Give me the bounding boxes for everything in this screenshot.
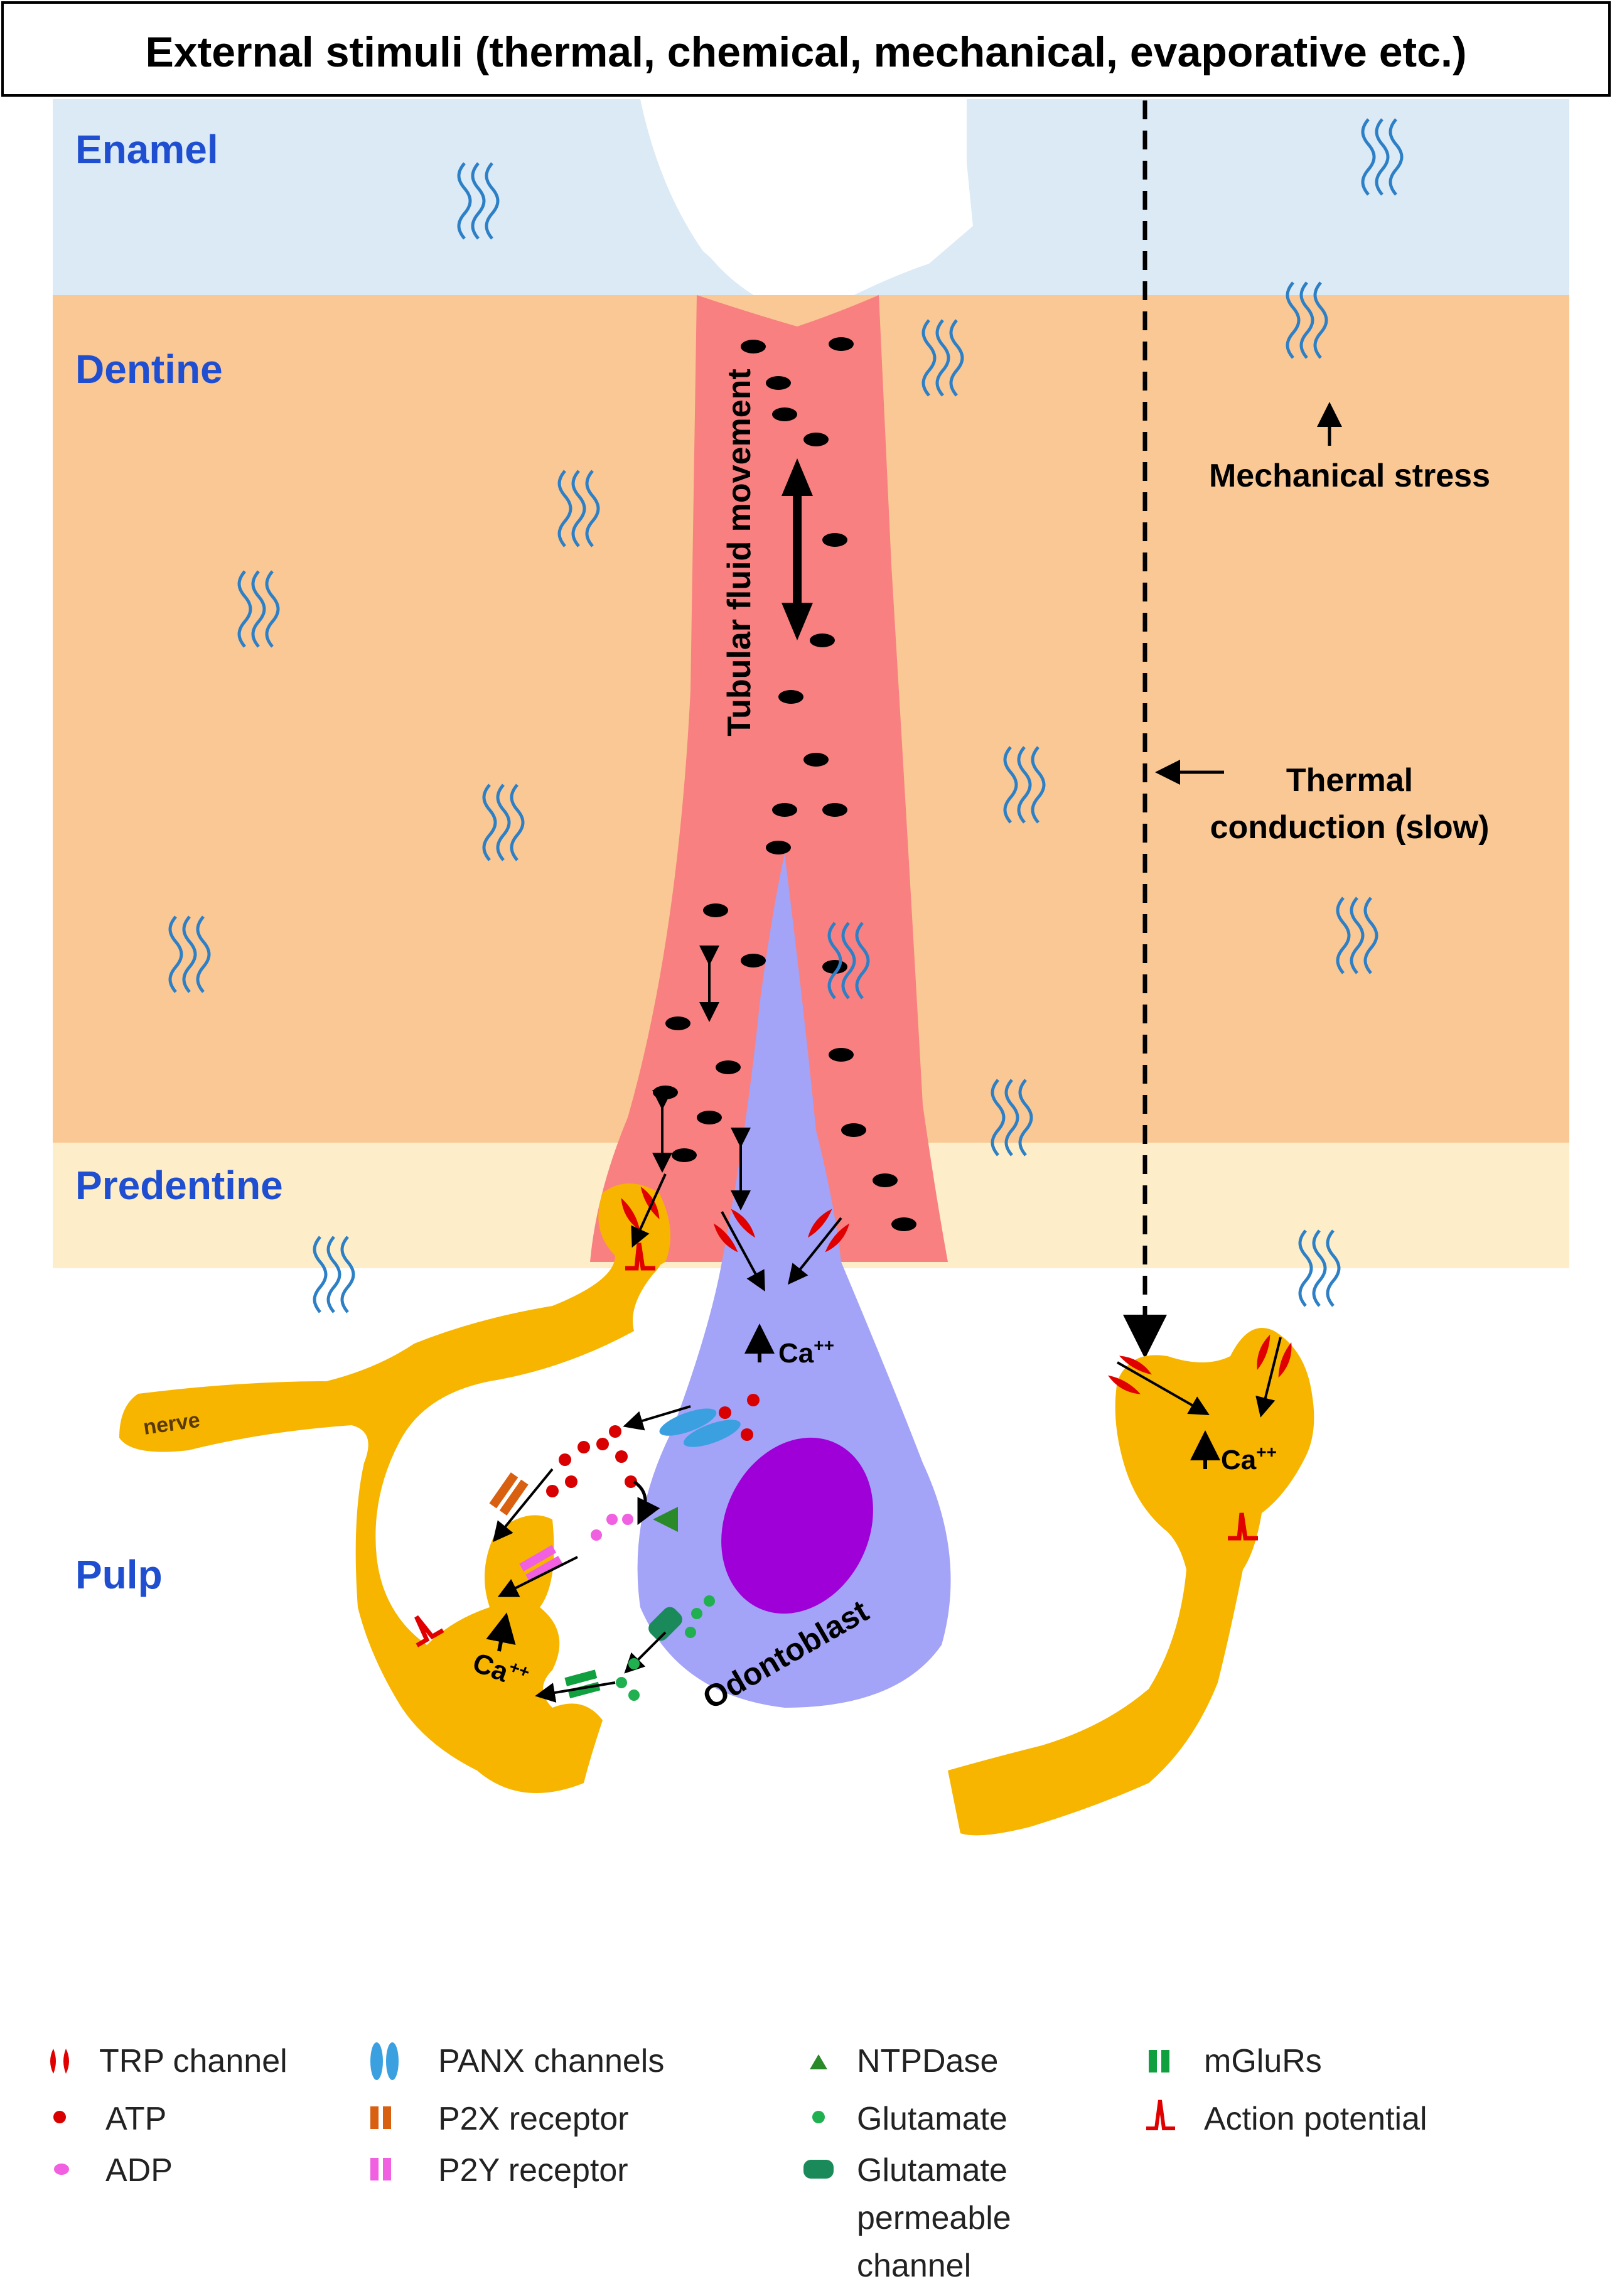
mglur [564,1669,601,1699]
title-box [1,1,1611,97]
fluid-particles [653,337,916,1231]
legend-glut-channel-2: permeable [857,2200,1011,2236]
legend-trp-icon [50,2049,69,2074]
legend-p2y: P2Y receptor [438,2152,628,2189]
glutamate-channel [648,1607,682,1641]
legend-panx: PANX channels [438,2043,664,2079]
legend-mglurs: mGluRs [1204,2043,1322,2079]
ntpdase [653,1507,678,1532]
atp-molecules [546,1394,760,1497]
right-nerve [948,1328,1314,1836]
legend-glutamate-icon [812,2111,825,2123]
adp-molecules [591,1514,633,1541]
p2x-receptor [489,1472,529,1516]
svg-text:Ca++: Ca++ [778,1335,834,1369]
legend-p2x: P2X receptor [438,2101,629,2137]
pulp-label: Pulp [75,1552,163,1597]
svg-text:Ca++: Ca++ [1221,1442,1277,1475]
legend-ap-icon [1146,2099,1175,2130]
legend: TRP channel ATP ADP PANX channels P2X re… [50,2042,1427,2284]
legend-adp: ADP [105,2152,173,2189]
legend-glutamate: Glutamate [857,2101,1007,2137]
legend-ntpdase-icon [810,2054,827,2069]
small-fluid-arrows [652,946,751,1210]
mechanical-stress-label: Mechanical stress [1209,458,1490,494]
legend-trp: TRP channel [99,2043,287,2079]
enamel-label: Enamel [75,127,218,172]
ca-label-odontoblast: Ca++ [744,1323,834,1369]
legend-ntpdase: NTPDase [857,2043,998,2079]
predentine-label: Predentine [75,1163,283,1208]
legend-p2y-icon [370,2158,391,2180]
ca-label-right-nerve: Ca++ [1190,1430,1277,1475]
tubular-fluid-label: Tubular fluid movement [721,369,758,736]
legend-panx-icon [370,2042,399,2080]
ca-influx-arrows [631,1173,1282,1418]
legend-glut-channel-3: channel [857,2248,971,2284]
legend-mglur-icon [1149,2050,1169,2072]
legend-glut-channel-1: Glutamate [857,2152,1007,2189]
p2y-receptor [519,1544,563,1583]
legend-action-potential: Action potential [1204,2101,1427,2137]
left-nerve [119,1188,667,1793]
legend-atp: ATP [105,2101,166,2137]
odontoblast-nucleus [721,1437,873,1614]
thermal-label-1: Thermal [1286,762,1413,799]
enamel-layer [53,99,1569,314]
title-text: External stimuli (thermal, chemical, mec… [145,28,1466,76]
legend-p2x-icon [370,2106,391,2129]
thermal-label-2: conduction (slow) [1210,809,1490,846]
dentine-label: Dentine [75,347,223,392]
glutamate-molecules [616,1595,715,1701]
legend-adp-icon [54,2164,69,2175]
legend-glut-channel-icon [803,2160,834,2179]
legend-atp-icon [53,2111,66,2123]
tubular-fluid-arrow [782,458,813,640]
panx-channel [659,1408,741,1447]
